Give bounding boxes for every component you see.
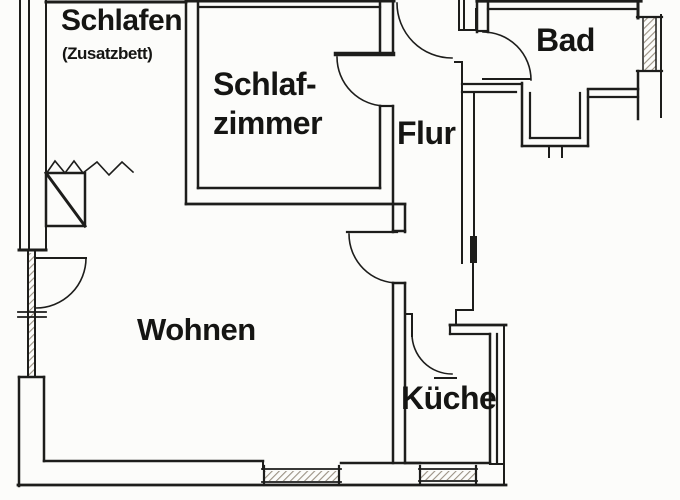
- corridor-west-wall: [391, 204, 413, 465]
- room-label-schlafzimmer-line1: Schlaf-: [213, 66, 317, 102]
- zigzag-open-boundary: [44, 159, 135, 177]
- entrance-door-arc: [396, 2, 463, 63]
- room-label-flur: Flur: [397, 115, 456, 151]
- room-label-schlafen: Schlafen: [61, 4, 183, 37]
- schlafzimmer-walls: [184, 0, 407, 206]
- closet-symbol: [43, 170, 88, 229]
- schlafzimmer-door-arc: [333, 51, 396, 107]
- room-label-schlafzimmer-line2: zimmer: [213, 105, 323, 141]
- room-label-kueche: Küche: [401, 380, 497, 416]
- window-bad-right: [635, 14, 664, 121]
- entrance-vestibule-walls: [458, 0, 477, 31]
- kueche-door-arc: [411, 333, 457, 379]
- balcony-door-arc: [35, 257, 87, 309]
- corridor-east-wall: [449, 63, 477, 326]
- window-bottom-wohnen: [261, 464, 342, 487]
- window-bottom-kueche: [418, 464, 478, 486]
- room-label-schlafen-note: (Zusatzbett): [62, 44, 153, 63]
- left-lower-wall: [17, 375, 46, 488]
- wohnen-door-arc: [345, 230, 399, 284]
- room-label-bad: Bad: [536, 22, 595, 58]
- room-label-wohnen: Wohnen: [137, 312, 256, 347]
- bad-door-arc: [482, 31, 532, 81]
- bad-walls: [460, 0, 643, 99]
- bottom-wall: [16, 459, 508, 487]
- left-outer-wall: [17, 0, 188, 252]
- kueche-walls: [448, 323, 508, 486]
- bad-niche-walls: [520, 81, 590, 158]
- window-left: [17, 251, 47, 378]
